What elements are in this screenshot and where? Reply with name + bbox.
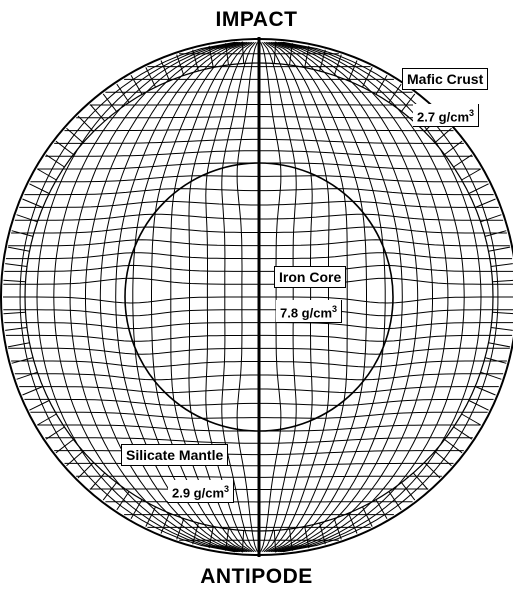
crust-radial-line [481,215,502,222]
crust-radial-line [469,401,489,411]
mafic-crust-density: 2.7 g/cm3 [413,104,479,127]
crust-radial-line [469,184,489,194]
iron-core-label: Iron Core [274,266,346,288]
crust-radial-line [489,343,511,347]
crust-radial-line [29,184,49,194]
crust-radial-line [425,463,441,479]
crust-radial-line [485,358,506,364]
silicate-mantle-density: 2.9 g/cm3 [168,480,234,503]
crust-radial-line [485,231,506,237]
crust-radial-line [17,372,38,379]
crust-radial-line [78,116,94,132]
crust-radial-line [78,463,94,479]
crust-radial-line [489,247,511,251]
crust-radial-line [475,199,495,208]
crust-radial-line [4,312,26,313]
crust-radial-line [8,343,30,347]
crust-radial-line [23,199,43,208]
crust-radial-line [475,387,495,396]
crust-radial-line [481,372,502,379]
crust-radial-line [29,401,49,411]
crust-radial-line [4,280,26,281]
crust-radial-line [17,215,38,222]
crust-radial-line [5,328,27,331]
crust-radial-line [493,280,513,281]
iron-core-density: 7.8 g/cm3 [276,300,342,323]
crust-radial-line [491,264,513,267]
crust-radial-line [491,328,513,331]
crust-radial-line [12,231,33,237]
crust-radial-line [8,247,30,251]
crust-radial-line [493,312,513,313]
mafic-crust-label: Mafic Crust [402,68,488,90]
crust-radial-line [5,264,27,267]
crust-radial-line [23,387,43,396]
crust-radial-line [12,358,33,364]
silicate-mantle-label: Silicate Mantle [121,444,228,466]
